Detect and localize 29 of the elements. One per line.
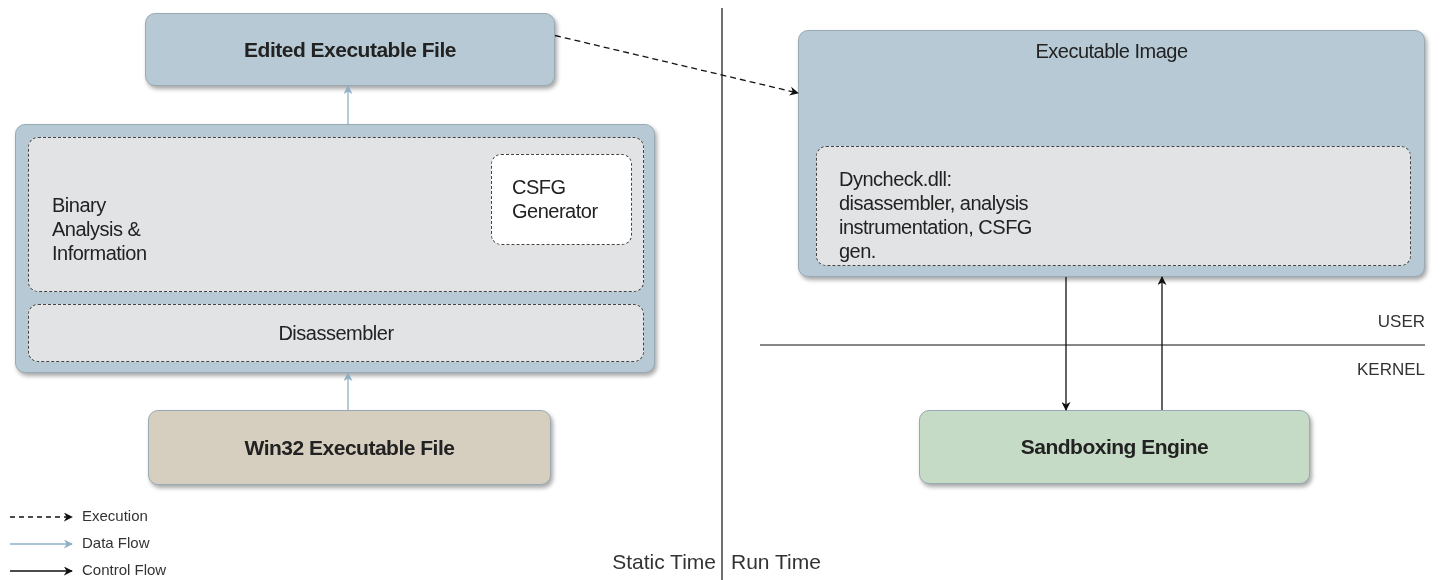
module-box bbox=[491, 154, 632, 245]
arrow bbox=[1157, 276, 1167, 411]
node-label: Sandboxing Engine bbox=[1019, 435, 1210, 459]
node-label: Dyncheck.dll: disassembler, analysis instrumentation, CSFG gen. bbox=[839, 167, 1033, 263]
node-label: CSFG Generator bbox=[512, 175, 599, 223]
title-box bbox=[145, 13, 555, 86]
image-box bbox=[798, 30, 1425, 277]
legend-label: Execution bbox=[82, 507, 148, 524]
node-label: Binary Analysis & Information bbox=[52, 193, 148, 265]
layer-label: KERNEL bbox=[1356, 360, 1425, 380]
layer-label: USER bbox=[1377, 312, 1425, 332]
arrow bbox=[1061, 276, 1071, 411]
module-box bbox=[28, 304, 644, 362]
node-label: Disassembler bbox=[277, 321, 395, 345]
legend-label: Control Flow bbox=[82, 561, 167, 578]
arrow bbox=[554, 34, 799, 96]
engine-box bbox=[919, 410, 1310, 484]
node-label: Edited Executable File bbox=[243, 37, 457, 62]
phase-label: Run Time bbox=[731, 550, 821, 574]
module-container bbox=[15, 124, 655, 373]
node-label: Win32 Executable File bbox=[243, 435, 456, 460]
arrow bbox=[343, 85, 353, 125]
file-box bbox=[148, 410, 551, 485]
arrow bbox=[343, 372, 353, 411]
legend-label: Data Flow bbox=[82, 534, 150, 551]
module-box bbox=[28, 137, 644, 292]
phase-label: Static Time bbox=[612, 550, 716, 574]
node-label: Executable Image bbox=[1034, 39, 1189, 63]
module-box bbox=[816, 146, 1411, 266]
